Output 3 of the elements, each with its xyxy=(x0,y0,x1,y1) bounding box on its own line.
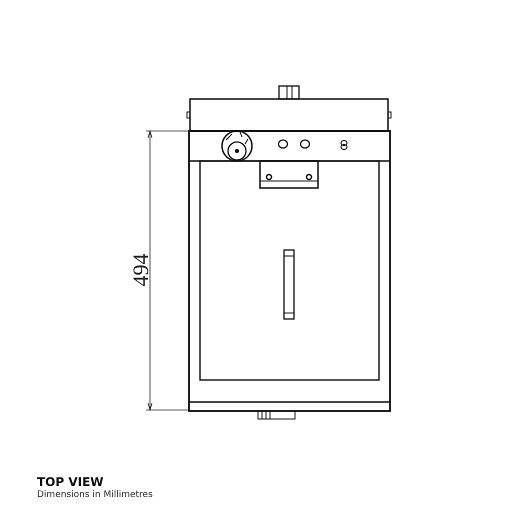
caption: Dimensions in Millimetres xyxy=(37,490,153,500)
view-title: TOP VIEW xyxy=(37,475,104,489)
dimension-text: 494 xyxy=(131,252,151,288)
